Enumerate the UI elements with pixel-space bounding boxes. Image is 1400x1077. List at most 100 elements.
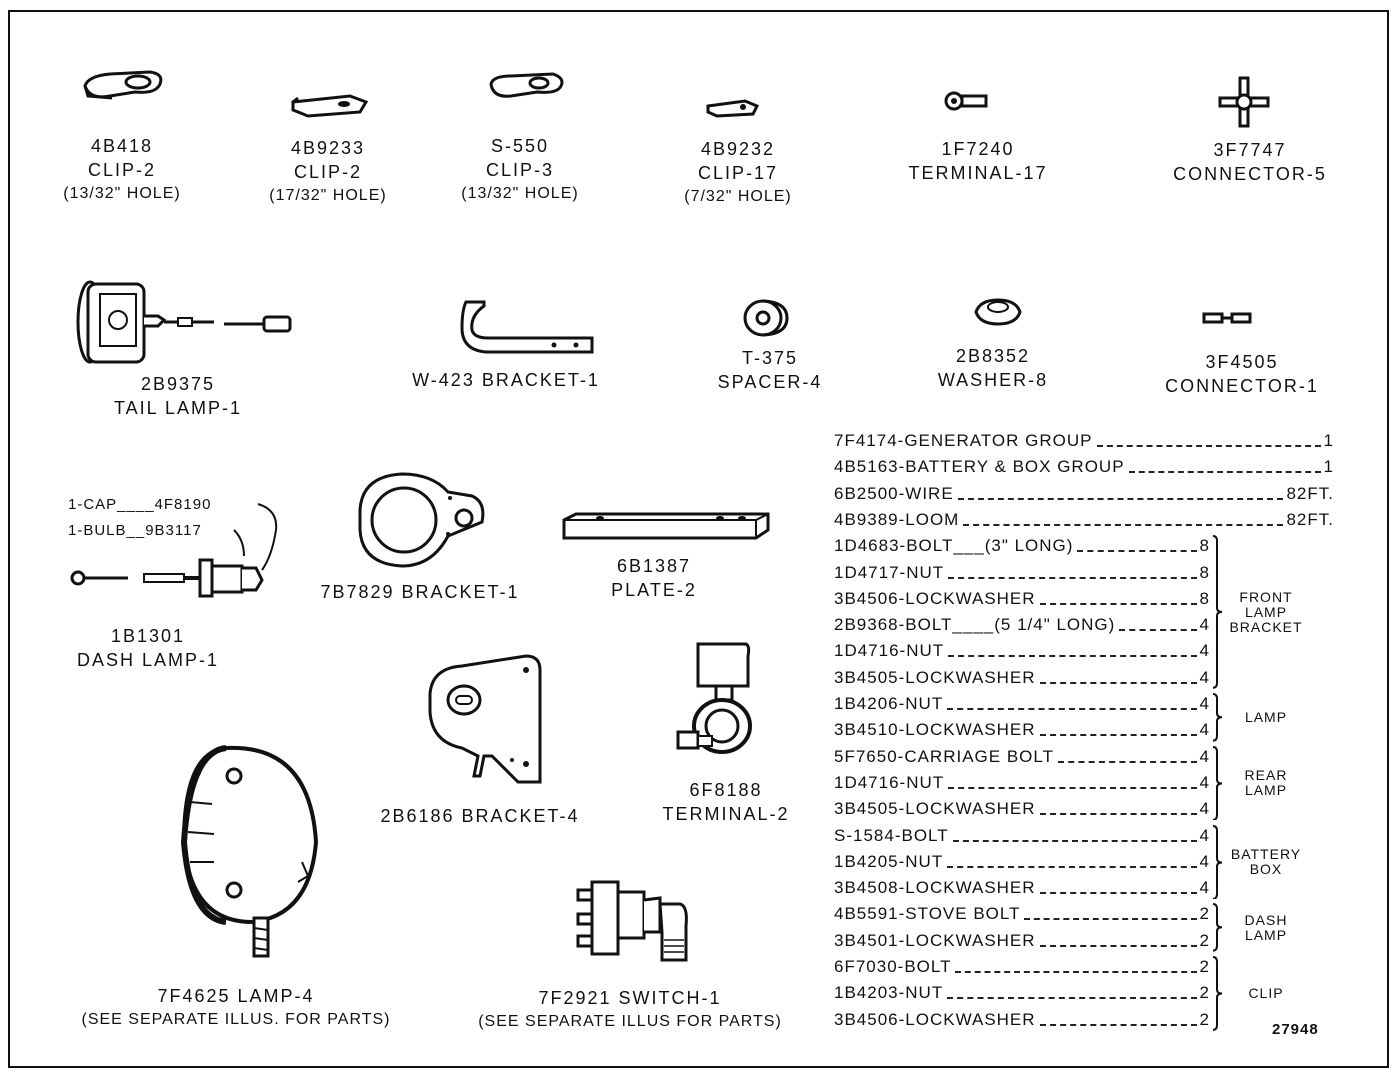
part-name: TAIL LAMP-1 — [113, 398, 243, 418]
parts-list-part: 3B4506-LOCKWASHER — [834, 588, 1036, 608]
parts-list-part: 1D4716-NUT — [834, 641, 945, 661]
connector-3f7747-label: 3F7747 CONNECTOR-5 — [1173, 138, 1327, 186]
part-name: CLIP-2 — [293, 162, 363, 182]
parts-list-qty: 4 — [1199, 878, 1210, 898]
part-number: 3F7747 — [1213, 140, 1287, 160]
part-note: (13/32" HOLE) — [461, 185, 579, 202]
group-label-line: BATTERY — [1230, 845, 1302, 862]
parts-list-leader — [948, 786, 1197, 789]
part-name: PLATE-2 — [611, 580, 697, 600]
clip-4b9232-illustration — [705, 96, 761, 120]
parts-list-part: 1D4717-NUT — [834, 562, 945, 582]
parts-list-leader — [1040, 944, 1197, 947]
group-label-line: CLIP — [1248, 984, 1284, 1001]
dash-lamp-bulb-callout: 1-BULB__9B3117 — [68, 522, 202, 539]
parts-list-part: 5F7650-CARRIAGE BOLT — [834, 746, 1054, 766]
parts-list-row: 5F7650-CARRIAGE BOLT 4 — [834, 744, 1334, 770]
part-name: CLIP-2 — [87, 160, 157, 180]
parts-list-part: 6F7030-BOLT — [834, 957, 952, 976]
part-number: 4B9232 — [700, 139, 776, 159]
dash-lamp-illustration — [66, 496, 286, 606]
part-number: 3F4505 — [1205, 352, 1279, 372]
parts-list-part: 3B4505-LOCKWASHER — [834, 667, 1036, 687]
washer-2b8352-illustration — [972, 296, 1024, 328]
clip-4b9233-label: 4B9233 CLIP-2 (17/32" HOLE) — [269, 136, 386, 208]
parts-list-leader — [1129, 471, 1321, 474]
terminal-1f7240-illustration — [943, 90, 991, 112]
bracket-2b6186-label: 2B6186 BRACKET-4 — [380, 806, 580, 826]
tail-lamp-label: 2B9375 TAIL LAMP-1 — [114, 372, 242, 420]
parts-list-leader — [1040, 602, 1197, 605]
parts-list-qty: 4 — [1199, 615, 1210, 635]
parts-list-qty: 82FT. — [1286, 483, 1334, 503]
parts-list-leader — [958, 497, 1283, 500]
parts-list-qty: 4 — [1199, 851, 1210, 871]
terminal-1f7240-label: 1F7240 TERMINAL-17 — [908, 137, 1047, 185]
parts-list-leader — [1097, 445, 1321, 447]
parts-list-qty: 1 — [1323, 431, 1334, 450]
parts-list-qty: 8 — [1199, 536, 1210, 556]
dash-lamp-cap-callout: 1-CAP____4F8190 — [68, 496, 212, 513]
parts-list-qty: 4 — [1199, 772, 1210, 792]
clip-s550-illustration — [487, 70, 567, 104]
parts-list-leader — [1040, 1023, 1197, 1026]
terminal-6f8188-label: 6F8188 TERMINAL-2 — [662, 778, 789, 826]
part-number: 6F8188 — [689, 780, 763, 800]
figure-number: 27948 — [1272, 1021, 1319, 1038]
part-name: CONNECTOR-1 — [1165, 376, 1319, 396]
part-number: 4B9233 — [290, 138, 366, 158]
group-label-line: BOX — [1249, 860, 1283, 877]
group-label-line: LAMP — [1244, 926, 1288, 943]
parts-list-part: 1B4206-NUT — [834, 694, 944, 713]
part-name: SPACER-4 — [717, 372, 823, 392]
group-brace — [1212, 535, 1223, 689]
group-label-line: FRONT — [1239, 588, 1293, 605]
part-number: S-550 — [490, 136, 550, 156]
group-label-line: LAMP — [1244, 603, 1288, 620]
parts-list-qty: 4 — [1199, 799, 1210, 819]
parts-list-leader — [1040, 734, 1197, 737]
parts-list-part: 3B4510-LOCKWASHER — [834, 720, 1036, 740]
parts-list-qty: 2 — [1199, 983, 1210, 1003]
part-note: (13/32" HOLE) — [63, 185, 181, 202]
group-label: CLIP — [1224, 984, 1308, 1001]
washer-2b8352-label: 2B8352 WASHER-8 — [938, 344, 1048, 392]
parts-list-part: S-1584-BOLT — [834, 825, 949, 845]
parts-list-leader — [947, 708, 1197, 710]
parts-list-qty: 4 — [1199, 746, 1210, 766]
part-note: (7/32" HOLE) — [684, 188, 792, 205]
group-label-line: LAMP — [1244, 782, 1288, 799]
part-name: CONNECTOR-5 — [1173, 164, 1327, 184]
group-brace — [1212, 745, 1223, 821]
spacer-t375-illustration — [743, 298, 791, 338]
group-brace — [1212, 903, 1223, 952]
part-number: 2B9375 — [140, 374, 216, 394]
bracket-w423-label: W-423 BRACKET-1 — [412, 370, 600, 390]
part-name: WASHER-8 — [937, 370, 1049, 390]
parts-list-leader — [1040, 681, 1197, 684]
parts-list-part: 3B4501-LOCKWASHER — [834, 930, 1036, 950]
parts-list-qty: 2 — [1199, 957, 1210, 976]
parts-list-part: 4B9389-LOOM — [834, 509, 960, 529]
parts-list-part: 4B5163-BATTERY & BOX GROUP — [834, 457, 1125, 477]
parts-list-part: 3B4506-LOCKWASHER — [834, 1009, 1036, 1029]
parts-list-leader — [1077, 550, 1197, 553]
parts-list-part: 3B4505-LOCKWASHER — [834, 799, 1036, 819]
bracket-7b7829-label: 7B7829 BRACKET-1 — [320, 582, 520, 602]
clip-4b9233-illustration — [290, 92, 370, 120]
part-name: TERMINAL-17 — [908, 163, 1048, 183]
terminal-6f8188-illustration — [676, 640, 766, 768]
